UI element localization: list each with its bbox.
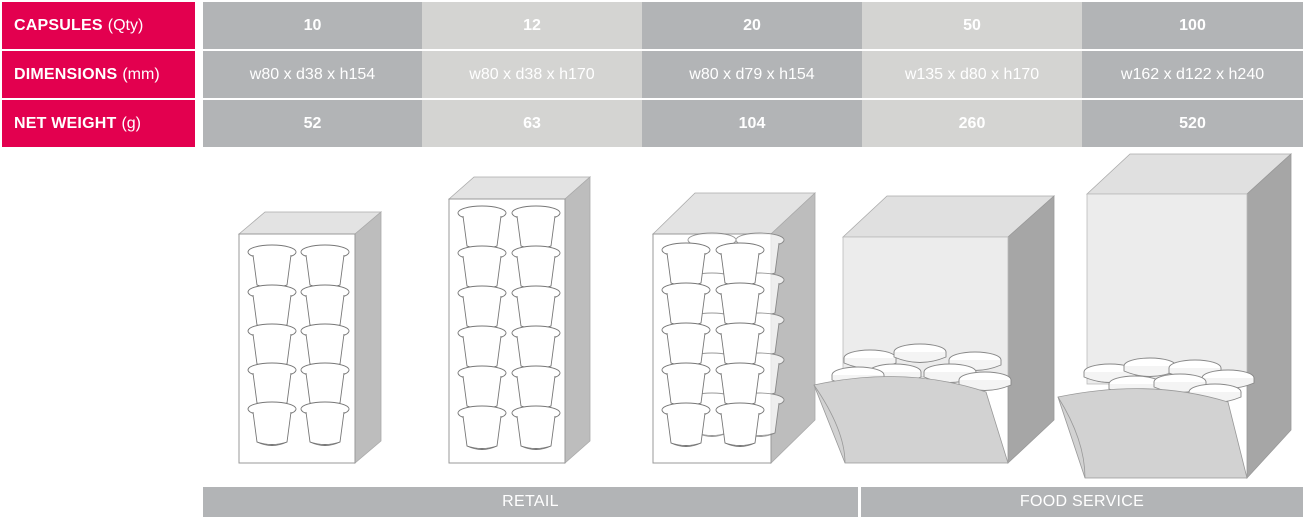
net-weight-cell-5: 520 [1082, 100, 1303, 147]
packaging-illustrations [237, 153, 1293, 480]
dimensions-cell-2: w80 x d38 x h170 [422, 51, 642, 98]
box-20-capsules-icon [652, 192, 817, 464]
capsules-header: CAPSULES (Qty) [2, 2, 195, 49]
dimensions-cell-3: w80 x d79 x h154 [642, 51, 862, 98]
dimensions-cell-4: w135 x d80 x h170 [862, 51, 1082, 98]
net-weight-header: NET WEIGHT (g) [2, 100, 195, 147]
dimensions-header-label: DIMENSIONS [14, 65, 118, 83]
dimensions-cell-5: w162 x d122 x h240 [1082, 51, 1303, 98]
box-100-capsules-icon [1057, 153, 1293, 480]
capsules-row: CAPSULES (Qty) 10 12 20 50 100 [0, 2, 1305, 49]
capsules-header-label: CAPSULES [14, 16, 103, 34]
net-weight-header-label: NET WEIGHT [14, 114, 117, 132]
capsules-cell-4: 50 [862, 2, 1082, 49]
capsules-header-unit: (Qty) [107, 16, 144, 34]
net-weight-cell-4: 260 [862, 100, 1082, 147]
capsules-cell-1: 10 [203, 2, 422, 49]
net-weight-cell-1: 52 [203, 100, 422, 147]
dimensions-cell-1: w80 x d38 x h154 [203, 51, 422, 98]
capsules-cell-3: 20 [642, 2, 862, 49]
dimensions-row: DIMENSIONS (mm) w80 x d38 x h154 w80 x d… [0, 51, 1305, 98]
food-service-footer: FOOD SERVICE [861, 487, 1303, 517]
box-10-capsules-icon [237, 211, 383, 464]
dimensions-header: DIMENSIONS (mm) [2, 51, 195, 98]
capsules-cell-2: 12 [422, 2, 642, 49]
net-weight-header-unit: (g) [121, 114, 141, 132]
net-weight-cell-2: 63 [422, 100, 642, 147]
box-12-capsules-icon [447, 176, 592, 464]
dimensions-header-unit: (mm) [122, 65, 160, 83]
net-weight-row: NET WEIGHT (g) 52 63 104 260 520 [0, 100, 1305, 147]
retail-footer: RETAIL [203, 487, 858, 517]
net-weight-cell-3: 104 [642, 100, 862, 147]
box-50-capsules-icon [813, 195, 1056, 464]
capsules-cell-5: 100 [1082, 2, 1303, 49]
